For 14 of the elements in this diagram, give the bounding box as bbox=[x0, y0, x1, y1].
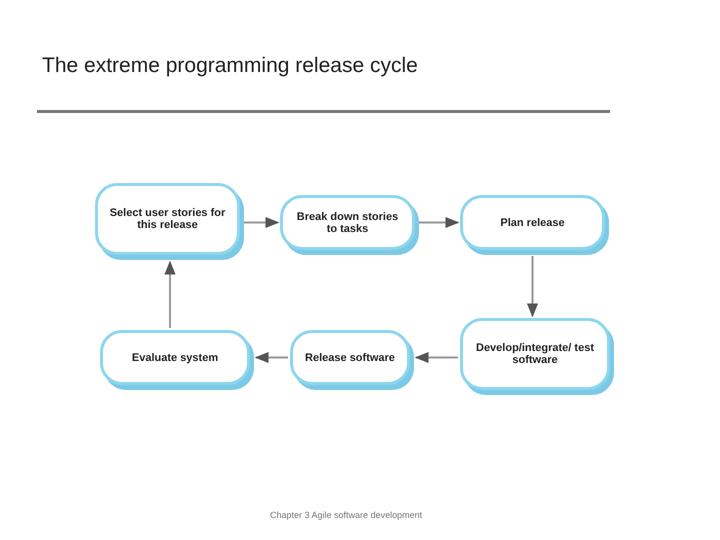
box-label: Plan release bbox=[500, 216, 565, 228]
slide-title: The extreme programming release cycle bbox=[42, 54, 418, 78]
box-label: Select user stories for this release bbox=[108, 207, 226, 231]
arrow bbox=[164, 260, 176, 328]
box-label: Break down stories to tasks bbox=[296, 210, 400, 234]
box-label: Develop/integrate/ test software bbox=[475, 342, 595, 366]
arrow bbox=[242, 216, 280, 228]
arrow bbox=[526, 256, 538, 318]
footer-text: Chapter 3 Agile software development bbox=[270, 510, 422, 520]
arrow bbox=[254, 352, 288, 364]
box-label: Release software bbox=[305, 352, 395, 364]
arrow bbox=[417, 216, 460, 228]
box-label: Evaluate system bbox=[132, 352, 218, 364]
arrow bbox=[414, 352, 458, 364]
